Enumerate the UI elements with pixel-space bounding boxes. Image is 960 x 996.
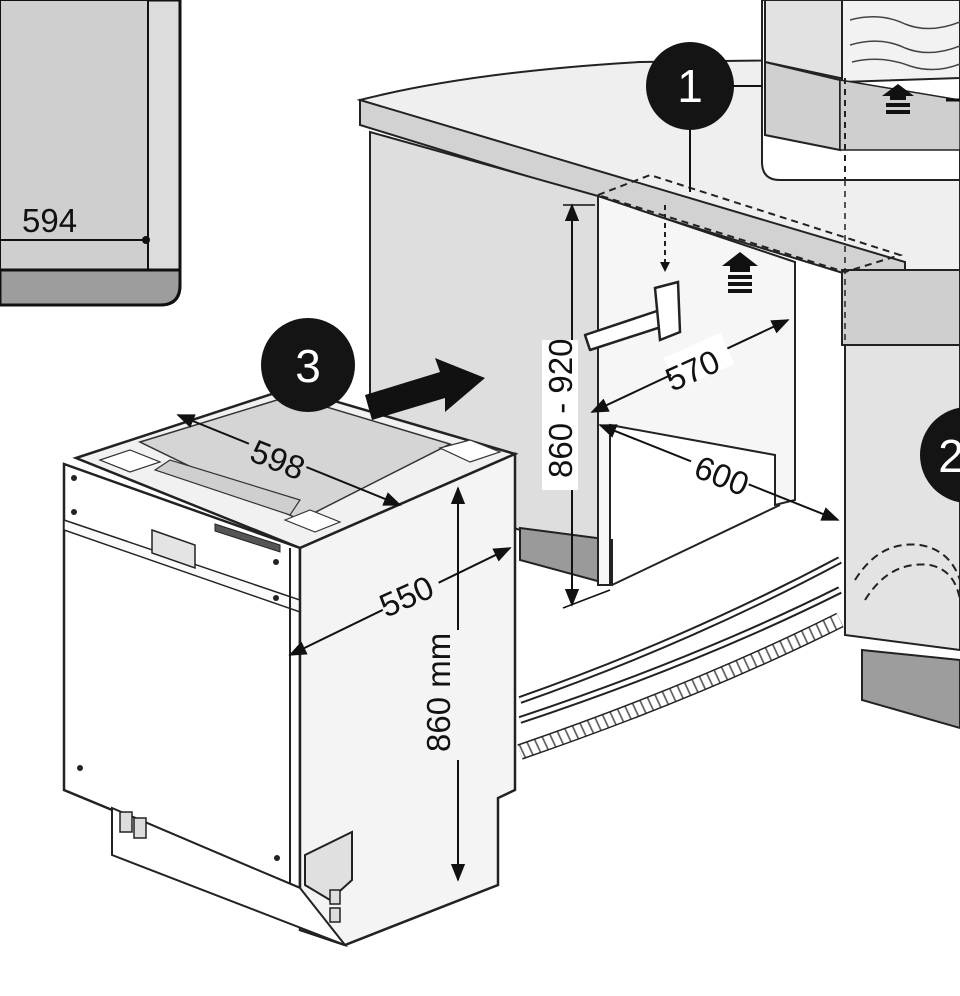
- step-badge-3: 3: [261, 318, 355, 412]
- step-badge-2: 2: [920, 407, 960, 503]
- front-inset-panel: 594: [0, 0, 182, 307]
- control-display: [151, 528, 196, 570]
- niche-depth-label: 600: [689, 448, 754, 503]
- right-cabinet: [844, 344, 960, 730]
- step-badge-1: 1: [646, 42, 762, 192]
- mounting-area-outline: [594, 173, 904, 274]
- appliance-height-label: 860 mm: [420, 633, 457, 752]
- svg-text:3: 3: [295, 340, 321, 392]
- up-arrow-icon: [722, 252, 758, 293]
- push-arrow-icon: [365, 358, 485, 420]
- svg-text:1: 1: [677, 60, 703, 112]
- niche-height-label: 860 - 920: [542, 339, 579, 478]
- svg-text:2: 2: [938, 430, 960, 482]
- up-arrow-icon: [882, 84, 914, 100]
- countertop-detail-inset: [761, 0, 960, 600]
- niche-back-wall: [597, 194, 796, 586]
- inset-width-label: 594: [22, 202, 77, 239]
- hoses: [517, 556, 844, 760]
